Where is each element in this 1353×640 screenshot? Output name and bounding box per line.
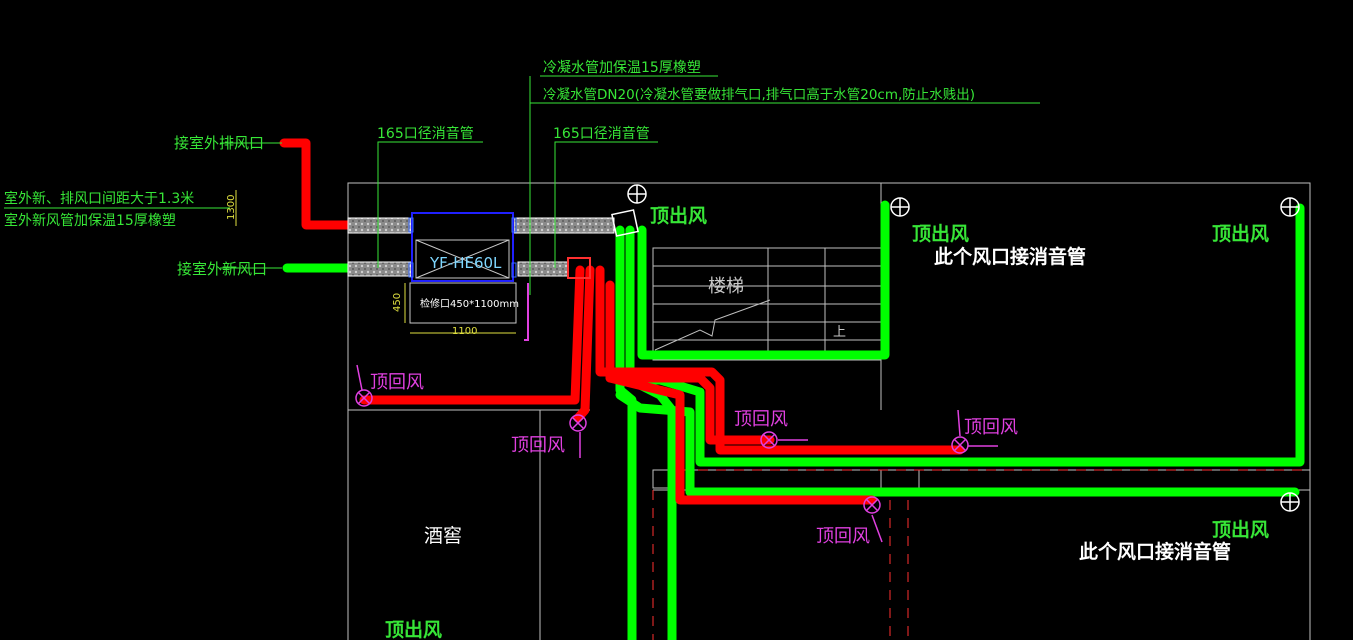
unit-model: YF-HE60L	[429, 254, 502, 272]
dimension-lines	[235, 190, 516, 334]
wall-dashes	[652, 469, 1310, 640]
supply-vent-label: 顶出风	[1212, 518, 1269, 541]
outdoor-fresh-label: 接室外新风口	[177, 260, 267, 278]
return-vent-label: 顶回风	[734, 409, 788, 430]
supply-vent-label: 顶出风	[1212, 222, 1269, 245]
return-vent-label: 顶回风	[816, 526, 870, 547]
stair-up-label: 上	[833, 325, 846, 340]
insulation-note: 冷凝水管加保温15厚橡塑	[543, 60, 701, 76]
access-note: 检修口450*1100mm	[420, 297, 519, 310]
return-vent-label: 顶回风	[964, 417, 1018, 438]
dimension-1300: 1300	[226, 195, 237, 220]
return-vent-label: 顶回风	[511, 435, 565, 456]
return-vent-label: 顶回风	[370, 372, 424, 393]
dimension-450: 450	[392, 293, 403, 312]
supply-vent-label: 顶出风	[912, 222, 969, 245]
stair	[652, 247, 882, 361]
leader-lines	[4, 75, 1040, 295]
condensate-pipe	[524, 283, 529, 341]
fresh-air-unit	[408, 209, 639, 324]
muffler-label-left: 165口径消音管	[377, 125, 474, 142]
stair-label: 楼梯	[708, 276, 744, 297]
muffler-vent-note: 此个风口接消音管	[934, 245, 1086, 268]
supply-vent-label: 顶出风	[385, 618, 442, 640]
spacing-note: 室外新、排风口间距大于1.3米	[4, 190, 194, 207]
supply-vent-label: 顶出风	[650, 204, 707, 227]
condensate-note: 冷凝水管DN20(冷凝水管要做排气口,排气口高于水管20cm,防止水贱出)	[543, 86, 975, 103]
walls	[347, 182, 1311, 640]
dimension-1100: 1100	[452, 326, 477, 337]
labels: 冷凝水管加保温15厚橡塑 冷凝水管DN20(冷凝水管要做排气口,排气口高于水管2…	[4, 60, 1269, 640]
wine-cellar-label: 酒窖	[424, 525, 462, 547]
outdoor-exhaust-label: 接室外排风口	[174, 134, 264, 152]
muffler-vent-note: 此个风口接消音管	[1079, 540, 1231, 563]
vent-diffusers	[355, 184, 1300, 543]
fresh-insulation-note: 室外新风管加保温15厚橡塑	[4, 212, 176, 229]
muffler-label-right: 165口径消音管	[553, 125, 650, 142]
